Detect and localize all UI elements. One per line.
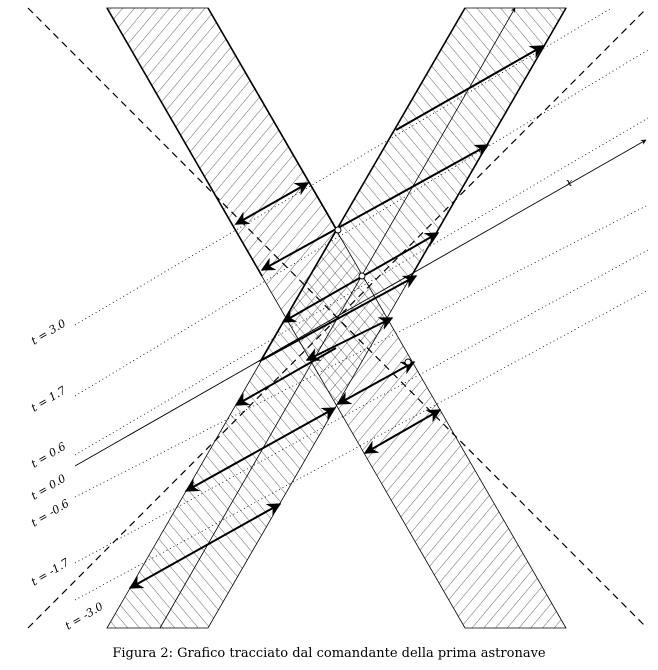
signal-arrow [363, 409, 442, 454]
x-axis-label: x [566, 176, 573, 189]
time-label: t = 3.0 [29, 317, 68, 348]
figure-caption: Figura 2: Grafico tracciato dal comandan… [112, 646, 546, 661]
time-label: t = 0.6 [29, 440, 68, 471]
signal-arrow [234, 347, 337, 406]
event-point [334, 226, 342, 234]
spacetime-diagram: x t = 3.0 t = 1.7 t = 0.6 t = 0.0 t = -0… [27, 7, 649, 633]
event-point [358, 272, 366, 280]
event-markers [334, 226, 412, 366]
signal-arrow [305, 317, 394, 361]
time-label: t = -3.0 [63, 600, 106, 633]
time-labels: t = 3.0 t = 1.7 t = 0.6 t = 0.0 t = -0.6… [29, 317, 106, 633]
signal-arrow [184, 407, 337, 492]
signal-arrows [128, 45, 545, 589]
signal-arrow [336, 361, 416, 405]
time-label: t = -1.7 [29, 556, 72, 589]
time-label: t = 1.7 [29, 384, 68, 415]
signal-arrow [395, 45, 545, 131]
event-point [404, 358, 412, 366]
signal-arrow [128, 503, 282, 589]
